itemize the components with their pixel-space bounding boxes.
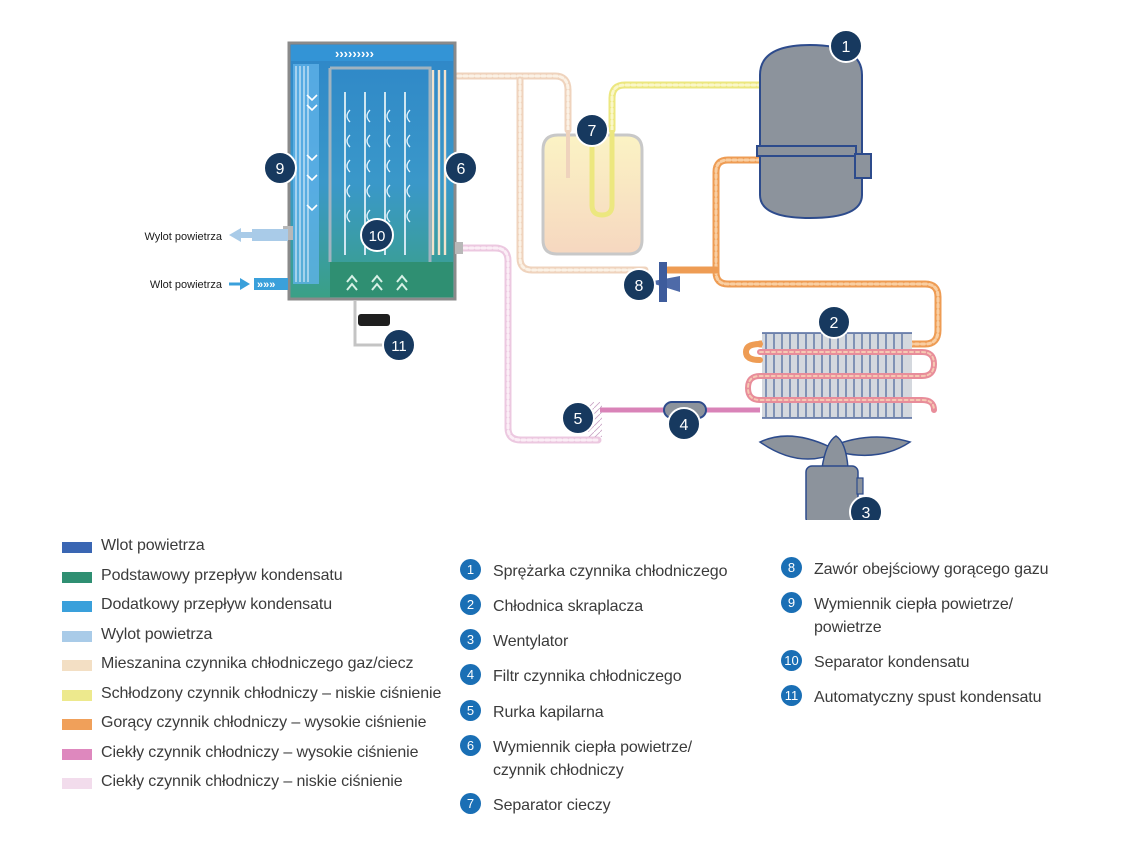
- legend-label: Ciekły czynnik chłodniczy – niskie ciśni…: [101, 773, 403, 790]
- legend-label: Schłodzony czynnik chłodniczy – niskie c…: [101, 684, 442, 702]
- air-inlet-label: Wlot powietrza: [150, 279, 223, 291]
- svg-text:10: 10: [369, 228, 386, 245]
- legend-swatch: [62, 601, 92, 612]
- pipe-cooled-low-pressure: [608, 81, 764, 134]
- component-number: 6: [460, 735, 481, 756]
- color-legend: Wlot powietrza Podstawowy przepływ konde…: [62, 536, 462, 802]
- component-label: Separator cieczy: [493, 797, 611, 814]
- legend-item-gas-liquid-mix: Mieszanina czynnika chłodniczego gaz/cie…: [62, 654, 462, 684]
- air-outlet-label: Wylot powietrza: [144, 231, 222, 243]
- component-number: 3: [460, 629, 481, 650]
- component-number: 10: [781, 650, 802, 671]
- legend-item-air-inlet: Wlot powietrza: [62, 536, 462, 566]
- legend-swatch: [62, 630, 92, 642]
- legend-label: Dodatkowy przepływ kondensatu: [101, 596, 333, 613]
- svg-text:4: 4: [680, 417, 689, 434]
- badge-1: 1: [829, 29, 863, 63]
- component-number: 8: [781, 557, 802, 578]
- svg-text:3: 3: [862, 505, 871, 520]
- legend-label: Ciekły czynnik chłodniczy – wysokie ciśn…: [101, 743, 419, 761]
- component-label: Separator kondensatu: [814, 654, 970, 671]
- air-inlet-arrow: »»»: [229, 278, 288, 291]
- compressor: [756, 43, 872, 220]
- badge-7: 7: [575, 113, 609, 147]
- svg-text:›››››››››: ›››››››››: [335, 46, 374, 61]
- legend-item-primary-condensate: Podstawowy przepływ kondensatu: [62, 566, 462, 596]
- component-number: 5: [460, 700, 481, 721]
- component-number: 4: [460, 664, 481, 685]
- component-number: 11: [781, 685, 802, 706]
- legend-item-liquid-low-pressure: Ciekły czynnik chłodniczy – niskie ciśni…: [62, 772, 462, 802]
- refrigeration-dryer-diagram: ›››››››››: [144, 29, 942, 520]
- svg-text:5: 5: [574, 411, 583, 428]
- component-label: Rurka kapilarna: [493, 704, 604, 721]
- legend-swatch: [62, 778, 92, 789]
- legend-item-liquid-high-pressure: Ciekły czynnik chłodniczy – wysokie ciśn…: [62, 743, 462, 773]
- component-label: Zawór obejściowy gorącego gazu: [814, 561, 1049, 578]
- dryer-vessel: ›››››››››: [283, 41, 463, 301]
- condenser: [742, 332, 938, 419]
- pipe-gas-liquid-mix: [436, 72, 649, 274]
- badge-10: 10: [360, 218, 394, 252]
- legend-item-cooled-low-pressure: Schłodzony czynnik chłodniczy – niskie c…: [62, 684, 462, 714]
- component-label: Sprężarka czynnika chłodniczego: [493, 563, 728, 580]
- component-label: Chłodnica skraplacza: [493, 598, 644, 615]
- badge-11: 11: [382, 328, 416, 362]
- component-label: Wymiennik ciepła powietrze/ powietrze: [814, 596, 1014, 636]
- legend-label: Podstawowy przepływ kondensatu: [101, 566, 343, 584]
- badge-4: 4: [667, 407, 701, 441]
- legend-swatch: [62, 719, 92, 730]
- component-number: 1: [460, 559, 481, 580]
- badge-2: 2: [817, 305, 851, 339]
- svg-text:11: 11: [391, 338, 407, 355]
- badge-5: 5: [561, 401, 595, 435]
- component-label: Filtr czynnika chłodniczego: [493, 668, 682, 685]
- legend-swatch: [62, 542, 92, 553]
- svg-text:1: 1: [842, 39, 851, 56]
- auto-drain: [353, 300, 390, 347]
- svg-text:2: 2: [830, 315, 839, 332]
- legend-item-hot-high-pressure: Gorący czynnik chłodniczy – wysokie ciśn…: [62, 713, 462, 743]
- badge-3: 3: [849, 495, 883, 520]
- pipe-hot-high-pressure: [664, 156, 942, 348]
- pipe-liquid-low-pressure: [436, 244, 602, 444]
- liquid-separator: [541, 130, 644, 256]
- svg-text:»»»: »»»: [257, 279, 275, 291]
- legend-swatch: [62, 571, 92, 583]
- legend-item-secondary-condensate: Dodatkowy przepływ kondensatu: [62, 595, 462, 625]
- legend-swatch: [62, 689, 92, 701]
- component-label: Automatyczny spust kondensatu: [814, 689, 1042, 706]
- component-number: 9: [781, 592, 802, 613]
- legend-swatch: [62, 660, 92, 671]
- badge-8: 8: [622, 268, 656, 302]
- fan: [758, 435, 912, 520]
- legend-label: Wylot powietrza: [101, 625, 213, 643]
- legend-label: Wlot powietrza: [101, 537, 205, 554]
- legend-item-air-outlet: Wylot powietrza: [62, 625, 462, 655]
- legend-swatch: [62, 748, 92, 760]
- badge-6: 6: [444, 151, 478, 185]
- component-label: Wymiennik ciepła powietrze/ czynnik chło…: [493, 739, 693, 779]
- component-number: 2: [460, 594, 481, 615]
- svg-text:8: 8: [635, 278, 644, 295]
- legend-label: Gorący czynnik chłodniczy – wysokie ciśn…: [101, 714, 427, 731]
- svg-text:7: 7: [588, 123, 597, 140]
- svg-text:9: 9: [276, 161, 285, 178]
- badge-9: 9: [263, 151, 297, 185]
- component-number: 7: [460, 793, 481, 814]
- bypass-valve: [648, 262, 680, 302]
- svg-text:6: 6: [457, 161, 466, 178]
- component-label: Wentylator: [493, 633, 569, 650]
- legend-label: Mieszanina czynnika chłodniczego gaz/cie…: [101, 655, 414, 672]
- air-outlet-arrow: [229, 228, 288, 242]
